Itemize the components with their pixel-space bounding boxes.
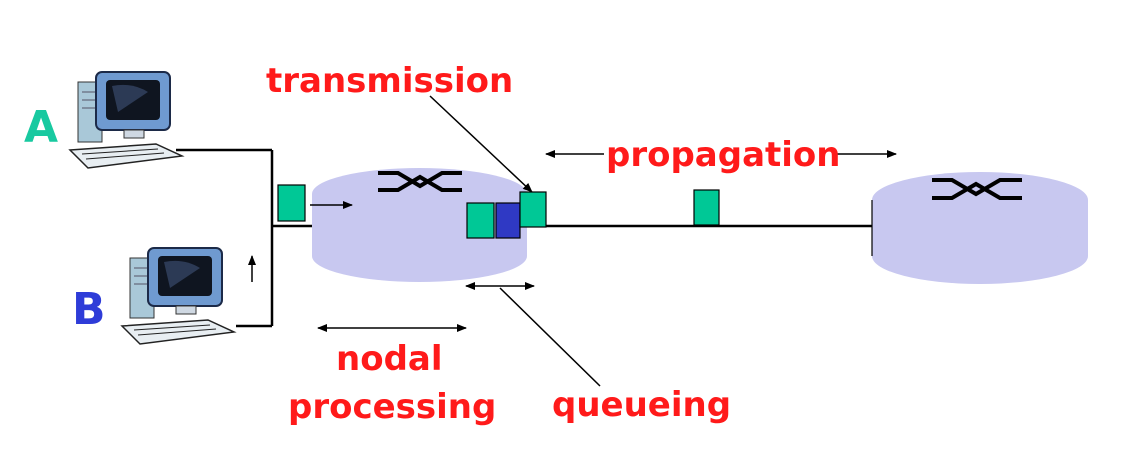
host-a-computer-icon	[69, 71, 183, 169]
router-a-icon	[312, 168, 527, 282]
queueing-pointer-line	[499, 287, 601, 387]
host-b-link	[236, 226, 274, 328]
nodal-label: nodal	[336, 339, 443, 379]
host-b-label: B	[72, 284, 106, 335]
host-a-link	[176, 148, 274, 226]
queued-packet-blue-icon	[495, 202, 521, 239]
router-b-icon	[871, 172, 1088, 284]
queued-packet-icon	[466, 202, 495, 239]
transmission-label: transmission	[266, 61, 514, 101]
queueing-label: queueing	[552, 385, 732, 425]
propagating-packet-icon	[693, 189, 720, 226]
transmitting-packet-icon	[519, 191, 547, 228]
transmission-pointer-arrow-icon	[429, 95, 533, 193]
processing-label: processing	[288, 387, 497, 427]
arriving-packet-icon	[277, 184, 306, 222]
propagation-label: propagation	[606, 135, 841, 175]
host-a-label: A	[24, 102, 59, 153]
host-b-computer-icon	[121, 247, 235, 345]
